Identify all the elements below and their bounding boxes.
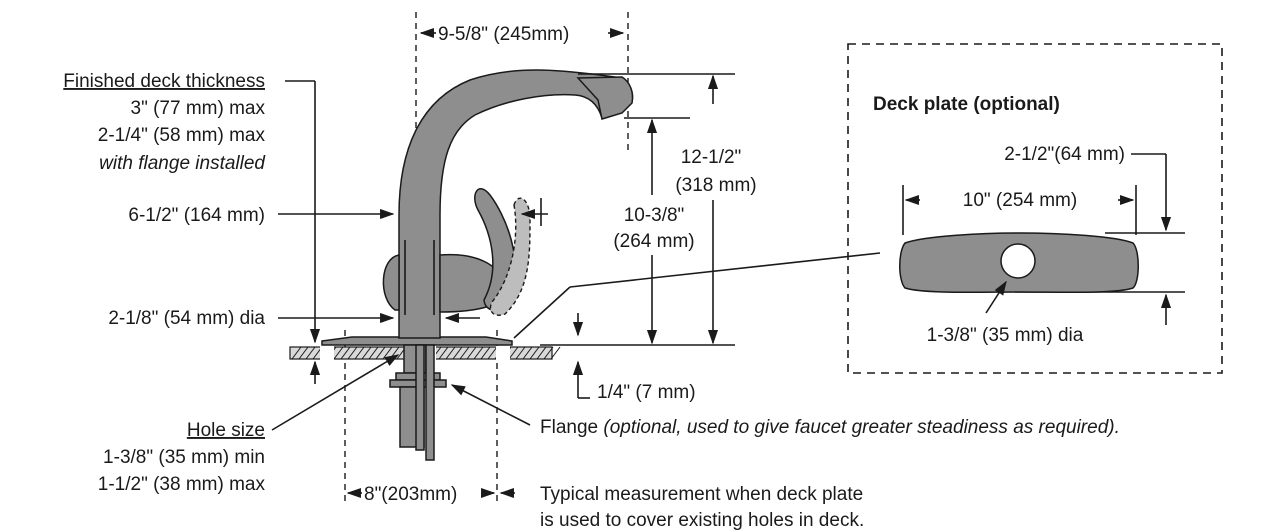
deck-hatch-line <box>361 346 372 360</box>
deck-hatch-line <box>522 346 533 360</box>
deck-hatch-line <box>368 346 379 360</box>
dim-base-dia: 2-1/8" (54 mm) dia <box>108 308 480 329</box>
deck-plate-title: Deck plate (optional) <box>873 94 1060 115</box>
deck-hatch-line <box>550 346 561 360</box>
deck-hatch-line <box>466 346 477 360</box>
deck-plate-side <box>321 336 513 346</box>
deck-hatch-line <box>473 346 484 360</box>
deck-hatch-line <box>375 346 386 360</box>
deck-hatch-line <box>529 346 540 360</box>
deck-plate-hole <box>1000 243 1036 279</box>
deck-plate-hole-label: 1-3/8" (35 mm) dia <box>927 325 1084 346</box>
total-height-1: 12-1/2" <box>681 147 742 168</box>
leader-to-deckplate-2 <box>569 252 881 288</box>
base-dia-label: 2-1/8" (54 mm) dia <box>108 308 265 329</box>
deck-hatch-line <box>438 346 449 360</box>
deck-hatch-line <box>333 346 344 360</box>
deck-hatch-line <box>480 346 491 360</box>
spread-width-label: 8"(203mm) <box>364 484 457 505</box>
hole-size-max: 1-1/2" (38 mm) max <box>98 474 266 495</box>
deck-hatch-line <box>445 346 456 360</box>
dim-width-top: 9-5/8" (245mm) <box>419 24 625 45</box>
typical-note-1: Typical measurement when deck plate <box>540 484 863 505</box>
leader-to-deckplate <box>513 286 571 339</box>
deck-thickness-title: Finished deck thickness <box>63 71 265 92</box>
deck-hatch-line <box>452 346 463 360</box>
deck-hatch-line <box>347 346 358 360</box>
deck-thickness-flange: 2-1/4" (58 mm) max <box>98 125 266 146</box>
deck-thickness-flange-note: with flange installed <box>99 153 266 174</box>
dim-spread: 8"(203mm) Typical measurement when deck … <box>346 484 864 531</box>
callout-hole-size: Hole size 1-3/8" (35 mm) min 1-1/2" (38 … <box>98 354 400 495</box>
deck-hatch-line <box>543 346 554 360</box>
spout-height-1: 10-3/8" <box>624 205 685 226</box>
plate-thickness-label: 1/4" (7 mm) <box>597 382 696 403</box>
dim-plate-thickness: 1/4" (7 mm) <box>572 313 696 403</box>
deck-plate-length-label: 10" (254 mm) <box>963 190 1077 211</box>
deck-plate-box <box>847 43 1223 374</box>
deck-plate-depth-label: 2-1/2"(64 mm) <box>1004 144 1125 165</box>
deck-hatch-line <box>305 346 316 360</box>
deck-hatch-line <box>298 346 309 360</box>
deck-hatch-line <box>354 346 365 360</box>
callout-deck-thickness: Finished deck thickness 3" (77 mm) max 2… <box>63 71 321 384</box>
deck-hatch-line <box>487 346 498 360</box>
width-top-label: 9-5/8" (245mm) <box>438 24 569 45</box>
body-width-label: 6-1/2" (164 mm) <box>128 205 265 226</box>
mounting-assembly <box>389 344 447 461</box>
hole-size-min: 1-3/8" (35 mm) min <box>103 447 265 468</box>
faucet-drawing <box>382 69 634 339</box>
deck-hatch-line <box>459 346 470 360</box>
deck-hatch-line <box>291 346 302 360</box>
deck-thickness-max: 3" (77 mm) max <box>131 98 266 119</box>
dim-body-width: 6-1/2" (164 mm) <box>128 198 548 226</box>
callout-flange: Flange (optional, used to give faucet gr… <box>450 384 1120 438</box>
deck-hatch-line <box>515 346 526 360</box>
typical-note-2: is used to cover existing holes in deck. <box>540 510 864 531</box>
deck-hatch-line <box>536 346 547 360</box>
spout-height-2: (264 mm) <box>613 231 694 252</box>
deck-hatch-line <box>508 346 519 360</box>
dim-heights: 12-1/2" (318 mm) 10-3/8" (264 mm) <box>540 73 757 346</box>
hole-size-title: Hole size <box>187 420 265 441</box>
deck-hatch-line <box>340 346 351 360</box>
total-height-2: (318 mm) <box>675 175 756 196</box>
flange-label: Flange (optional, used to give faucet gr… <box>540 417 1120 438</box>
deck-plate-detail: Deck plate (optional) 2-1/2"(64 mm) 10" … <box>847 43 1223 374</box>
